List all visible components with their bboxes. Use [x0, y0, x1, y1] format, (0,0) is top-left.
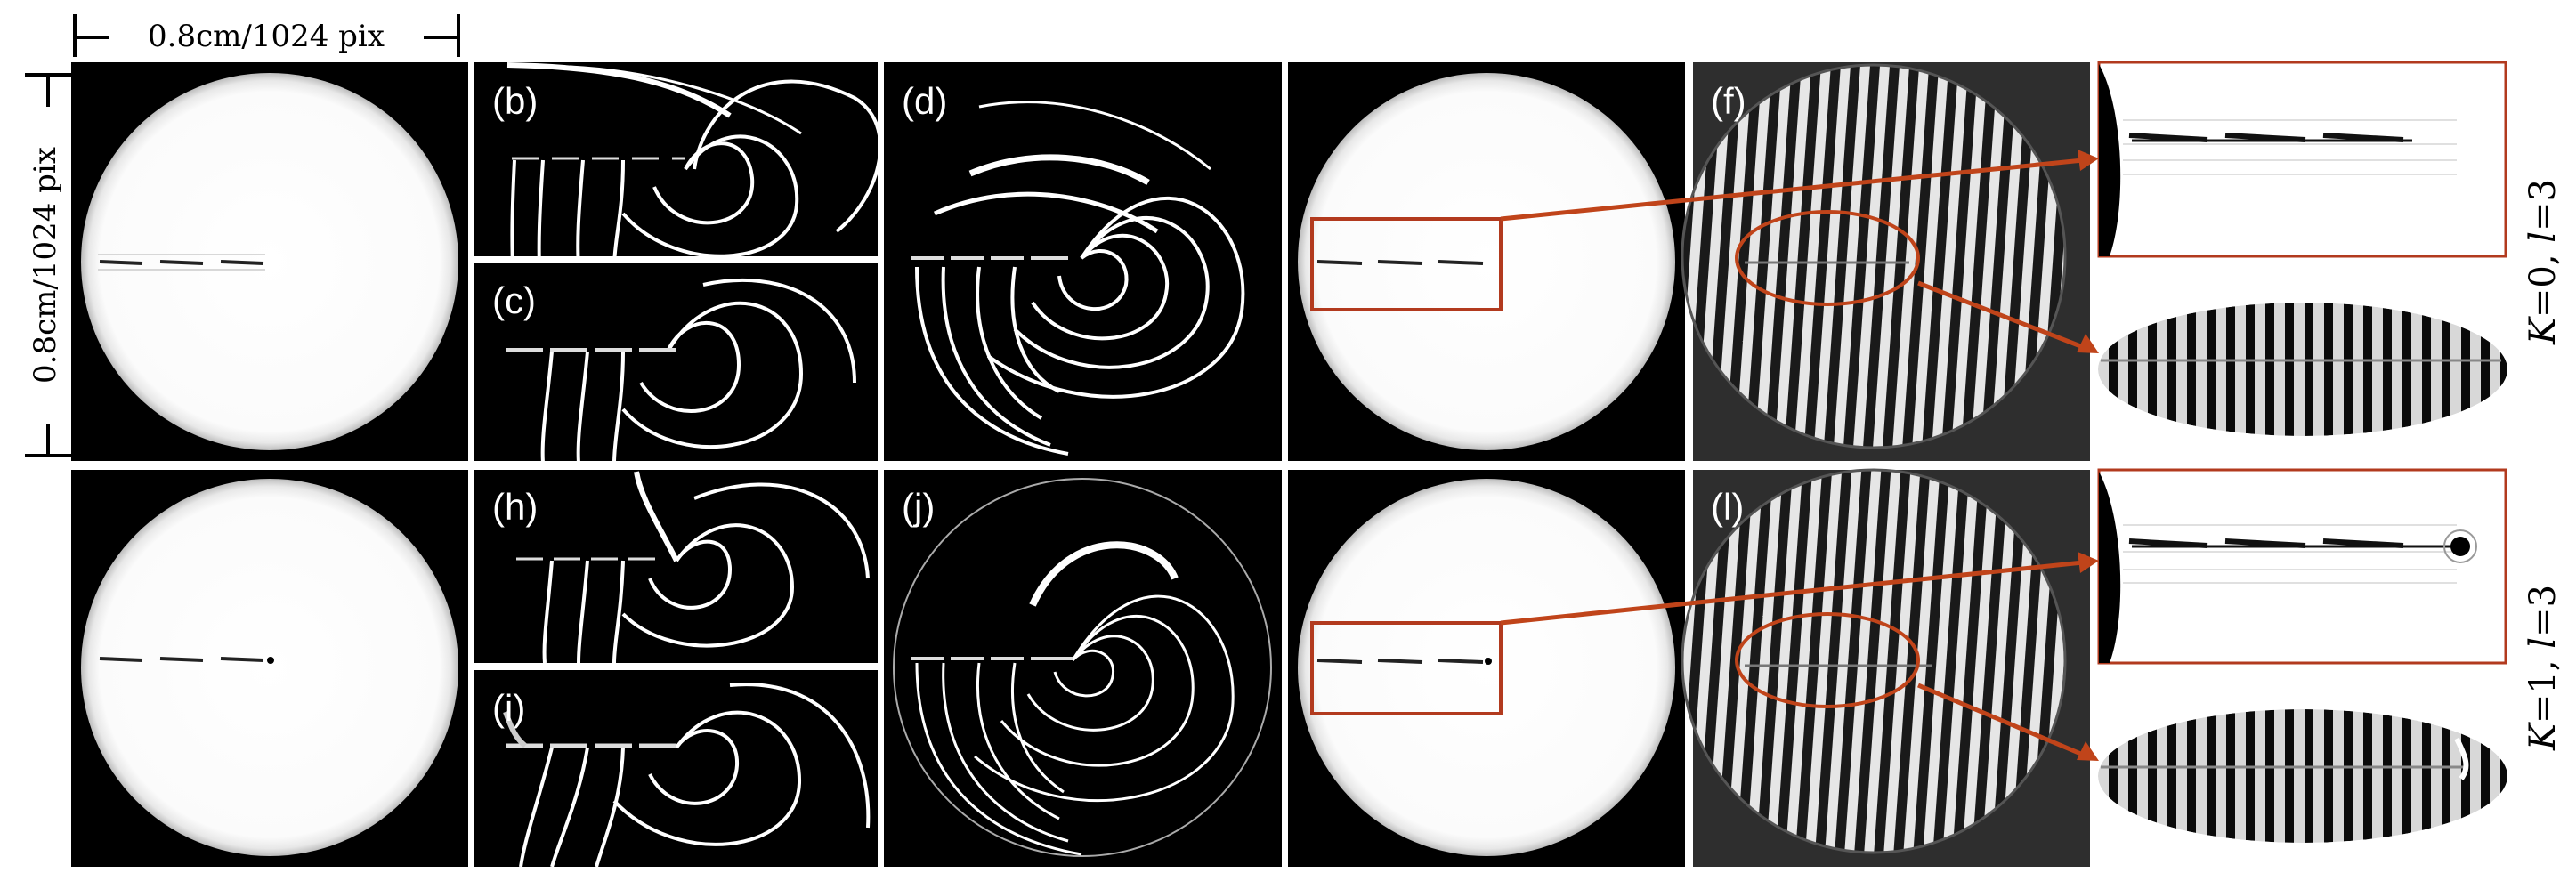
- panel-label-j: (j): [902, 486, 935, 528]
- zoom-ellipse-f: [1735, 210, 1920, 306]
- zoom-panel-bottom-fringes: [2098, 709, 2507, 843]
- panel-i: [474, 670, 878, 867]
- zoom-box-e: [1310, 217, 1503, 311]
- defect-lines-zoom-bottom: [2128, 538, 2404, 548]
- panel-b: [474, 62, 878, 256]
- panel-j: [884, 470, 1282, 867]
- panel-label-k: (k): [1306, 486, 1349, 528]
- zoom-ellipse-l: [1735, 612, 1920, 708]
- panel-label-g: (g): [87, 486, 133, 528]
- zoom-panel-top-rect: [2097, 61, 2507, 258]
- panel-l: [1681, 468, 2090, 867]
- panel-label-l: (l): [1711, 486, 1744, 528]
- panel-e: [1288, 62, 1685, 461]
- connector-arrows-top: [1500, 158, 2084, 350]
- panel-label-c: (c): [492, 279, 536, 321]
- panel-label-f: (f): [1711, 80, 1746, 122]
- panel-c: [474, 263, 878, 461]
- defect-lines-k: [1316, 659, 1484, 664]
- scale-bar-horizontal-label: 0.8cm/1024 pix: [148, 19, 385, 54]
- arrowhead-icon: [2077, 334, 2099, 353]
- defect-lines-e: [1316, 260, 1484, 265]
- zoom-panel-top-fringes: [2098, 303, 2507, 436]
- panel-g: [71, 470, 468, 867]
- scale-bar-vertical: [25, 73, 71, 457]
- defect-lines-zoom-top: [2128, 133, 2404, 142]
- panel-d: [884, 62, 1282, 461]
- panel-k: [1288, 470, 1685, 867]
- panel-label-d: (d): [902, 80, 947, 122]
- zoom-box-k: [1310, 621, 1503, 715]
- panel-a: [71, 62, 468, 461]
- defect-lines-a: [99, 260, 264, 265]
- connector-arrows-bottom: [1500, 560, 2084, 757]
- panel-h: [474, 470, 878, 663]
- zoom-panel-bottom-rect: [2097, 468, 2507, 665]
- vortex-core-dot: [2450, 537, 2470, 556]
- panel-label-b: (b): [492, 80, 538, 122]
- scale-bar-horizontal: [73, 14, 460, 57]
- row-label-top: K=0, l=3: [2523, 179, 2564, 345]
- panel-f: [1681, 62, 2090, 461]
- panel-label-a: (a): [87, 80, 133, 122]
- scale-bar-vertical-label: 0.8cm/1024 pix: [28, 147, 63, 384]
- arrowhead-icon: [2078, 150, 2099, 171]
- arrowhead-icon: [2078, 552, 2099, 573]
- panel-label-e: (e): [1306, 80, 1351, 122]
- panel-label-i: (i): [492, 687, 525, 729]
- panel-label-h: (h): [492, 486, 538, 528]
- defect-lines-g: [99, 657, 264, 662]
- row-label-bottom: K=1, l=3: [2523, 585, 2564, 751]
- arrowhead-icon: [2077, 741, 2099, 761]
